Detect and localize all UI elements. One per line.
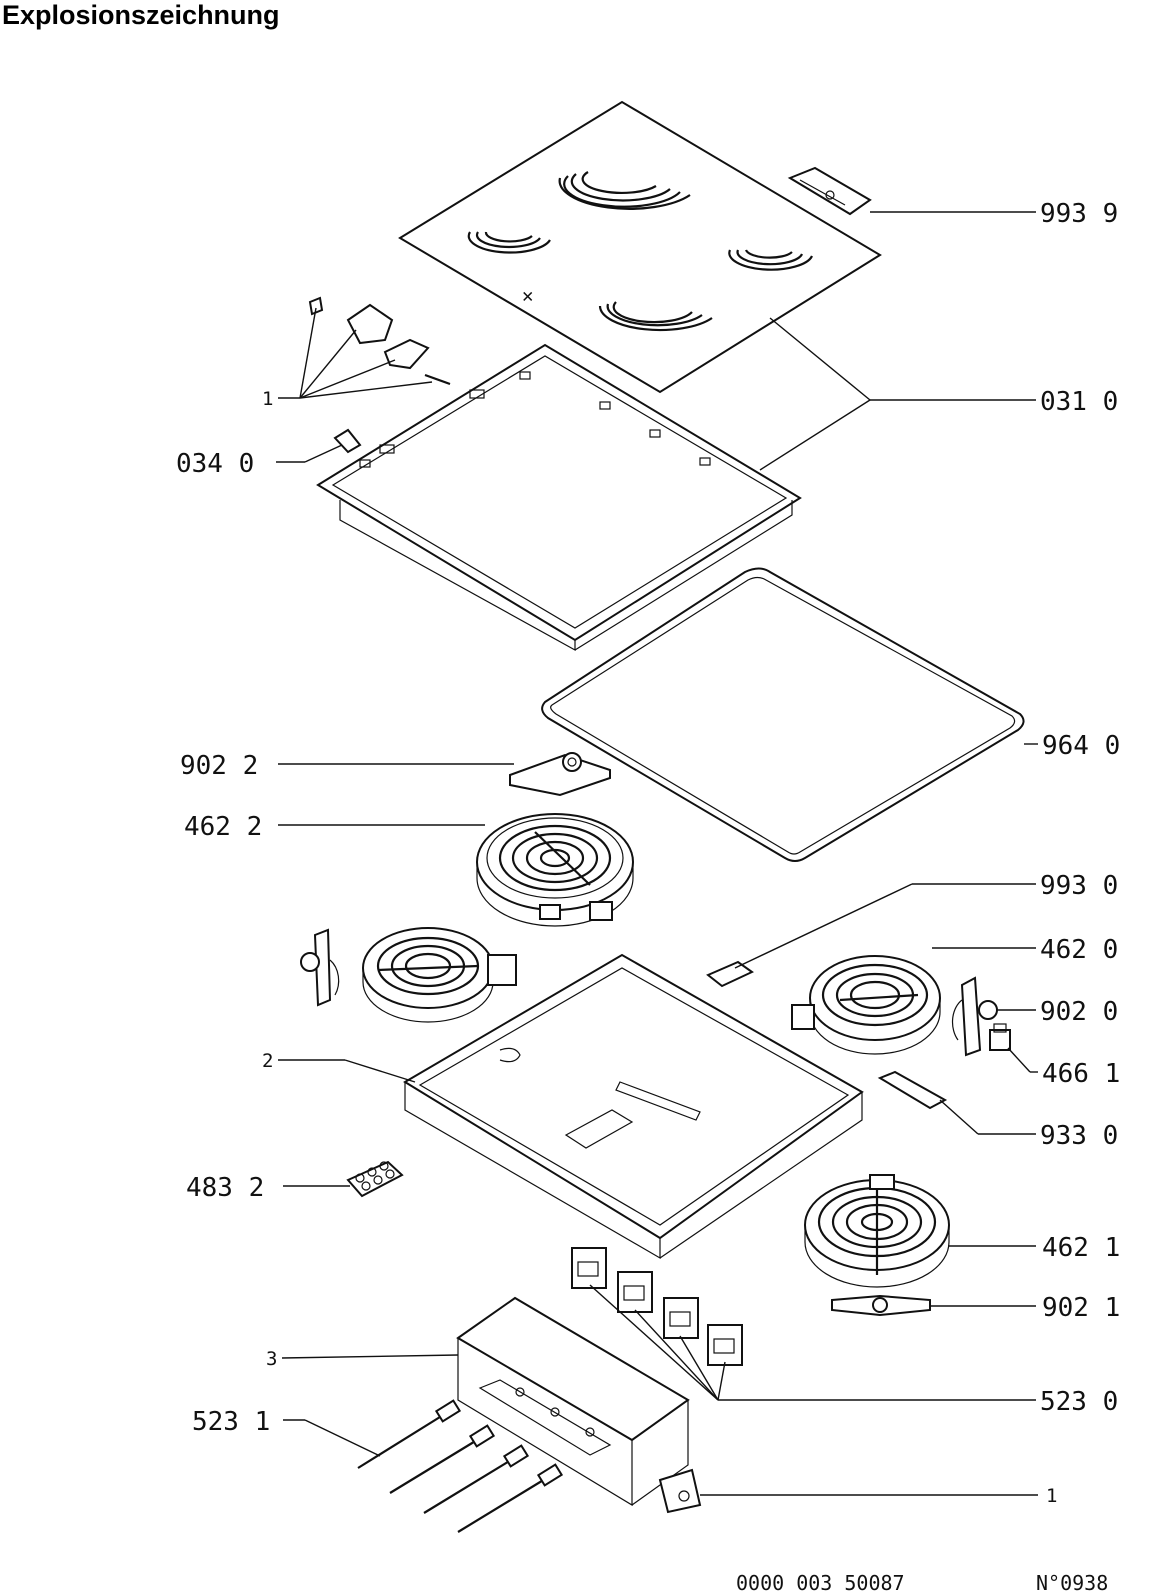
bracket-902-0 — [951, 976, 998, 1057]
label-902-2: 902 2 — [180, 751, 258, 781]
clip-parts-group — [308, 296, 451, 454]
heater-462-2 — [476, 813, 634, 927]
switch-466-1 — [989, 1023, 1011, 1051]
heater-left — [300, 927, 517, 1023]
housing-3 — [456, 1296, 690, 1507]
label-031-0: 031 0 — [1040, 387, 1118, 417]
terminal-block-483-2 — [346, 1160, 404, 1198]
label-462-1: 462 1 — [1042, 1233, 1120, 1263]
label-993-9: 993 9 — [1040, 199, 1118, 229]
callout-labels: 993 9 031 0 1 034 0 964 0 902 2 462 2 99… — [176, 199, 1120, 1507]
part-993-9 — [787, 166, 872, 216]
footer-code: 0000 003 50087 — [736, 1571, 905, 1595]
label-902-1: 902 1 — [1042, 1293, 1120, 1323]
label-902-0: 902 0 — [1040, 997, 1118, 1027]
label-1-bottom: 1 — [1046, 1485, 1057, 1507]
label-034-0: 034 0 — [176, 449, 254, 479]
label-2-tray: 2 — [262, 1050, 273, 1072]
label-462-2: 462 2 — [184, 812, 262, 842]
sensor-933-0 — [877, 1070, 948, 1110]
clip-bottom-1 — [658, 1468, 702, 1514]
bracket-902-2 — [509, 752, 611, 797]
label-466-1: 466 1 — [1042, 1059, 1120, 1089]
label-1-clips: 1 — [262, 388, 273, 410]
frame-031-0 — [316, 343, 802, 652]
label-964-0: 964 0 — [1042, 731, 1120, 761]
label-993-0: 993 0 — [1040, 871, 1118, 901]
heater-462-1 — [804, 1174, 950, 1288]
footer-number: N°0938 — [1036, 1571, 1108, 1595]
base-tray-2 — [403, 953, 864, 1260]
label-523-1: 523 1 — [192, 1407, 270, 1437]
bracket-902-1 — [831, 1294, 931, 1317]
glass-top-plate: ✕ — [398, 100, 882, 394]
heater-462-0 — [791, 955, 941, 1055]
label-483-2: 483 2 — [186, 1173, 264, 1203]
seal-964-0 — [541, 567, 1025, 862]
label-523-0: 523 0 — [1040, 1387, 1118, 1417]
switches-523-0 — [571, 1247, 743, 1366]
page-title: Explosionszeichnung — [2, 0, 280, 30]
label-3-housing: 3 — [266, 1348, 277, 1370]
clip-993-0 — [706, 960, 754, 988]
rods-523-1 — [357, 1399, 564, 1533]
label-462-0: 462 0 — [1040, 935, 1118, 965]
label-933-0: 933 0 — [1040, 1121, 1118, 1151]
leader-lines — [276, 211, 1038, 1496]
svg-text:✕: ✕ — [522, 285, 533, 307]
